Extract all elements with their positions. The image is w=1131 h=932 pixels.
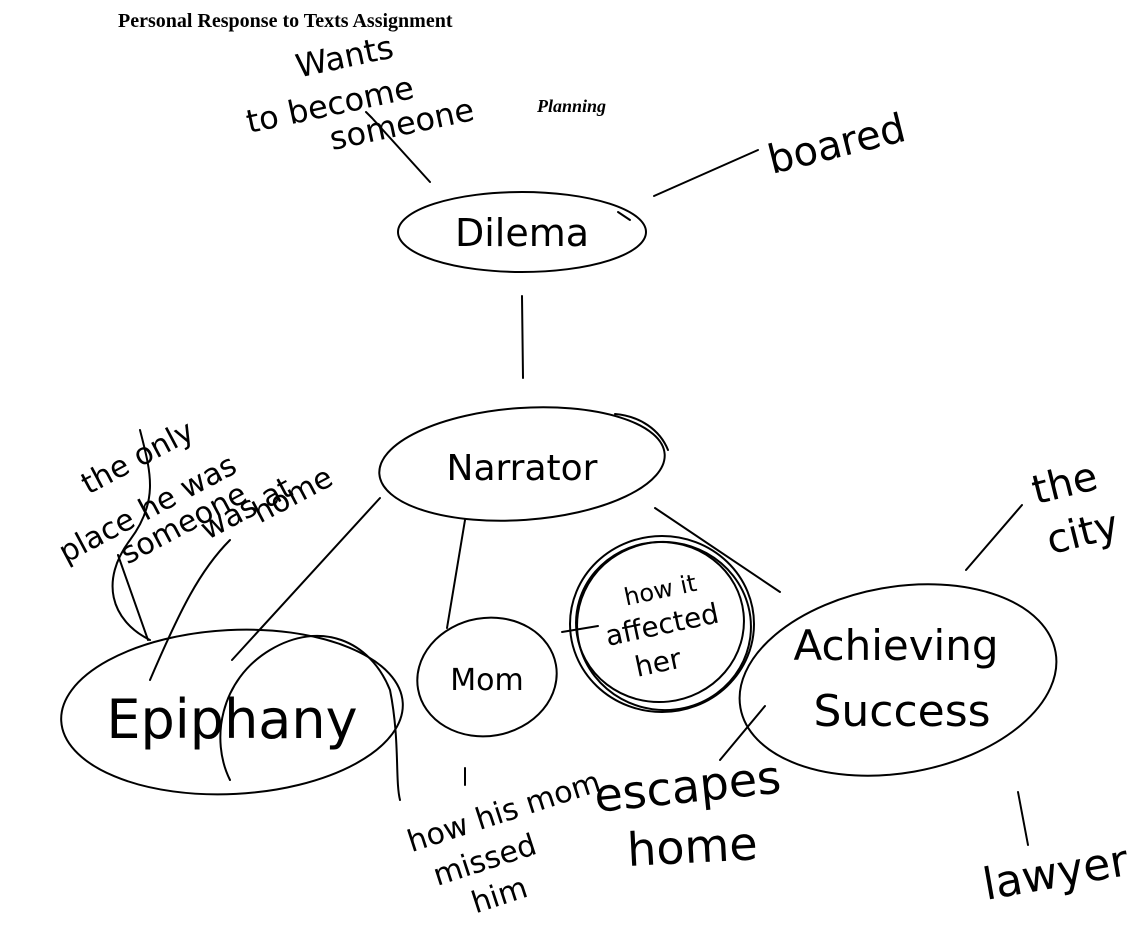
scribble-epiphany-left bbox=[111, 429, 151, 641]
note-the-city: the city bbox=[1027, 454, 1123, 564]
note-home: home bbox=[626, 816, 759, 877]
note-wants-to-become-someone: Wants to become someone bbox=[243, 28, 478, 158]
page-title: Personal Response to Texts Assignment bbox=[118, 10, 453, 32]
node-dilema: Dilema bbox=[455, 211, 589, 255]
connector-achieving-to-city bbox=[965, 504, 1023, 571]
node-how-outline-1 bbox=[569, 535, 755, 713]
connector-narrator-to-mom bbox=[446, 519, 466, 629]
dilema-tick bbox=[617, 211, 631, 221]
connector-dilema-to-wants bbox=[365, 111, 431, 183]
node-epiphany-outline bbox=[60, 628, 404, 796]
connector-achieving-to-lawyer bbox=[1017, 791, 1029, 846]
node-dilema-outline bbox=[397, 191, 647, 273]
connector-narrator-to-achieving bbox=[654, 507, 781, 593]
connector-narrator-to-epiphany bbox=[231, 497, 381, 661]
note-only-place: the only place he was someone was at hom… bbox=[53, 414, 339, 572]
narrator-tick bbox=[614, 413, 669, 451]
note-city-line-1: the bbox=[1027, 454, 1102, 515]
node-how-outline-3 bbox=[575, 540, 745, 704]
node-narrator-outline bbox=[378, 406, 666, 522]
node-achieving-outline bbox=[738, 583, 1058, 777]
note-city-line-2: city bbox=[1042, 502, 1123, 564]
connectors bbox=[117, 111, 1029, 846]
node-achieving-line-1: Achieving bbox=[793, 621, 998, 670]
node-how-line-3: her bbox=[632, 642, 685, 684]
page-subtitle: Planning bbox=[537, 96, 607, 116]
connector-epiphany-to-only-place bbox=[117, 554, 149, 641]
note-only-place-line-5: home bbox=[247, 460, 339, 531]
scribble-epiphany-center bbox=[149, 539, 231, 681]
note-escapes: escapes bbox=[592, 750, 784, 823]
connector-mom-to-how bbox=[561, 625, 599, 633]
node-narrator: Narrator bbox=[447, 448, 598, 489]
connector-achieving-to-escapes bbox=[719, 705, 766, 761]
node-mom: Mom bbox=[450, 663, 523, 698]
node-mom-outline bbox=[416, 616, 558, 738]
connector-dilema-to-boared bbox=[653, 149, 759, 197]
note-boared: boared bbox=[763, 105, 910, 183]
note-lawyer: lawyer bbox=[979, 835, 1131, 911]
node-achieving-line-2: Success bbox=[813, 686, 990, 737]
connector-dilema-to-narrator bbox=[521, 295, 524, 379]
node-epiphany: Epiphany bbox=[106, 688, 357, 751]
scribble-epiphany-right bbox=[219, 634, 401, 801]
